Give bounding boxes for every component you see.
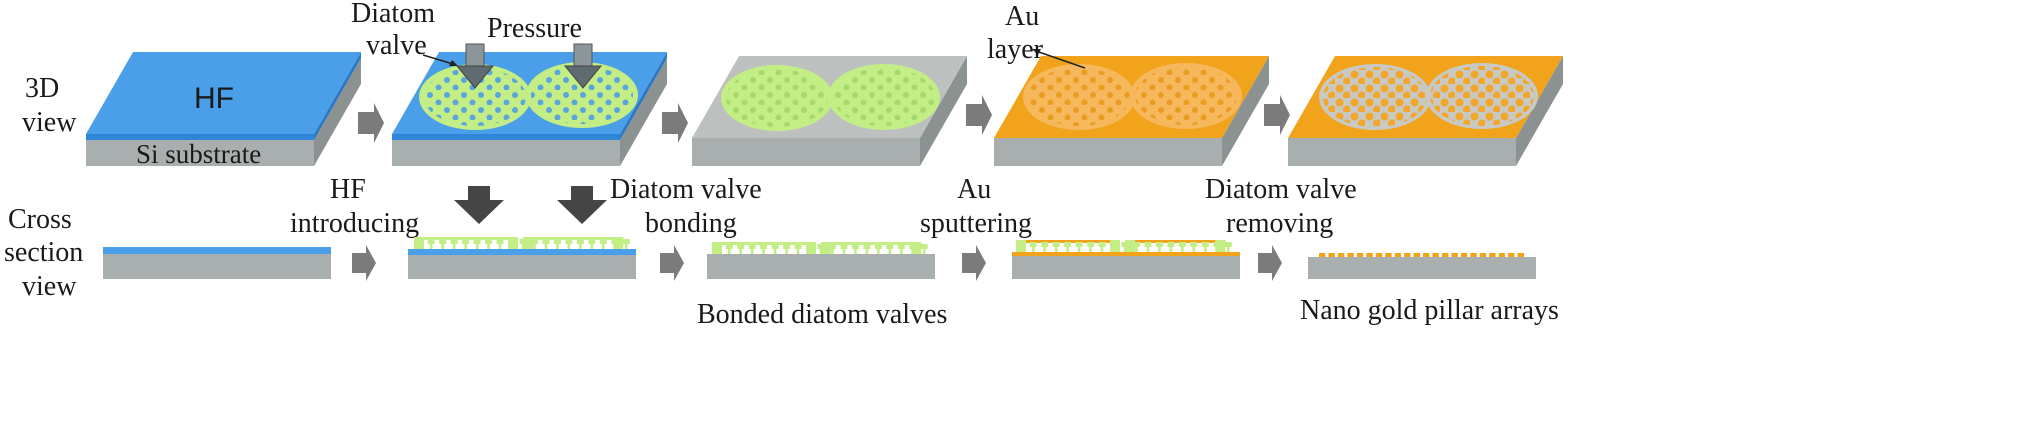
flow-arrow-icon	[352, 245, 376, 281]
3d-step-valves-removed	[1288, 56, 1563, 166]
nano-gold-pillar-arrays-label: Nano gold pillar arrays	[1300, 295, 1559, 326]
flow-arrow-icon	[660, 245, 684, 281]
diatom-valve-label-line2: valve	[366, 30, 427, 61]
flow-arrow-icon	[662, 103, 688, 143]
row-label-cross-line3: view	[22, 271, 77, 302]
diatom-valve-cross-section	[414, 237, 630, 249]
si-substrate-label: Si substrate	[136, 139, 261, 169]
au-sputtering-label-line2: sputtering	[920, 208, 1032, 239]
pressure-label: Pressure	[487, 13, 582, 44]
hf-introducing-label-line2: introducing	[290, 208, 419, 239]
pointer-line	[1035, 50, 1086, 69]
cross-section-gold-pillars	[1308, 253, 1536, 279]
row-label-cross-line2: section	[4, 237, 83, 268]
diatom-valve-bonding-label-line2: bonding	[645, 208, 737, 239]
flow-arrow-icon	[358, 103, 384, 143]
gold-pillar-cross-section	[1319, 253, 1524, 257]
diatom-valve-cross-section	[712, 242, 928, 254]
3d-step-bonded	[692, 56, 967, 166]
diatom-valve-label-line1: Diatom	[351, 0, 435, 29]
bonded-diatom-valves-label: Bonded diatom valves	[697, 299, 947, 330]
pressure-arrow-icon	[563, 43, 603, 89]
3d-step-hf-substrate: HF Si substrate	[86, 52, 361, 169]
au-coated-valve-cross-section	[1016, 240, 1232, 252]
pointer-line	[422, 54, 454, 65]
hf-label: HF	[194, 82, 234, 115]
pressure-arrow-icon	[455, 43, 495, 89]
cross-section-bonded	[707, 242, 935, 279]
diatom-valve-removing-label-line1: Diatom valve	[1205, 174, 1357, 205]
flow-arrow-icon	[962, 245, 986, 281]
au-layer-label-line2: layer	[987, 34, 1044, 65]
au-sputtering-label-line1: Au	[957, 174, 991, 205]
au-layer-label-line1: Au	[1005, 1, 1039, 32]
diatom-valve-bonding-label-line1: Diatom valve	[610, 174, 762, 205]
row-label-3d-line2: view	[22, 107, 77, 138]
down-arrow-icon	[557, 186, 607, 224]
hf-introducing-label-line1: HF	[330, 174, 366, 205]
3d-step-au-layer	[994, 49, 1269, 166]
down-arrow-icon	[454, 186, 504, 224]
cross-section-au-sputtered	[1012, 240, 1240, 279]
diatom-valve-removing-label-line2: removing	[1226, 208, 1333, 239]
flow-arrow-icon	[1264, 95, 1290, 135]
cross-section-diatom-on-hf	[408, 237, 636, 279]
flow-arrow-icon	[966, 95, 992, 135]
flow-arrow-icon	[1258, 245, 1282, 281]
3d-step-diatom-pressure	[392, 43, 667, 166]
row-label-3d-line1: 3D	[25, 73, 59, 104]
cross-section-hf-substrate	[103, 247, 331, 279]
row-label-cross-line1: Cross	[8, 204, 72, 235]
